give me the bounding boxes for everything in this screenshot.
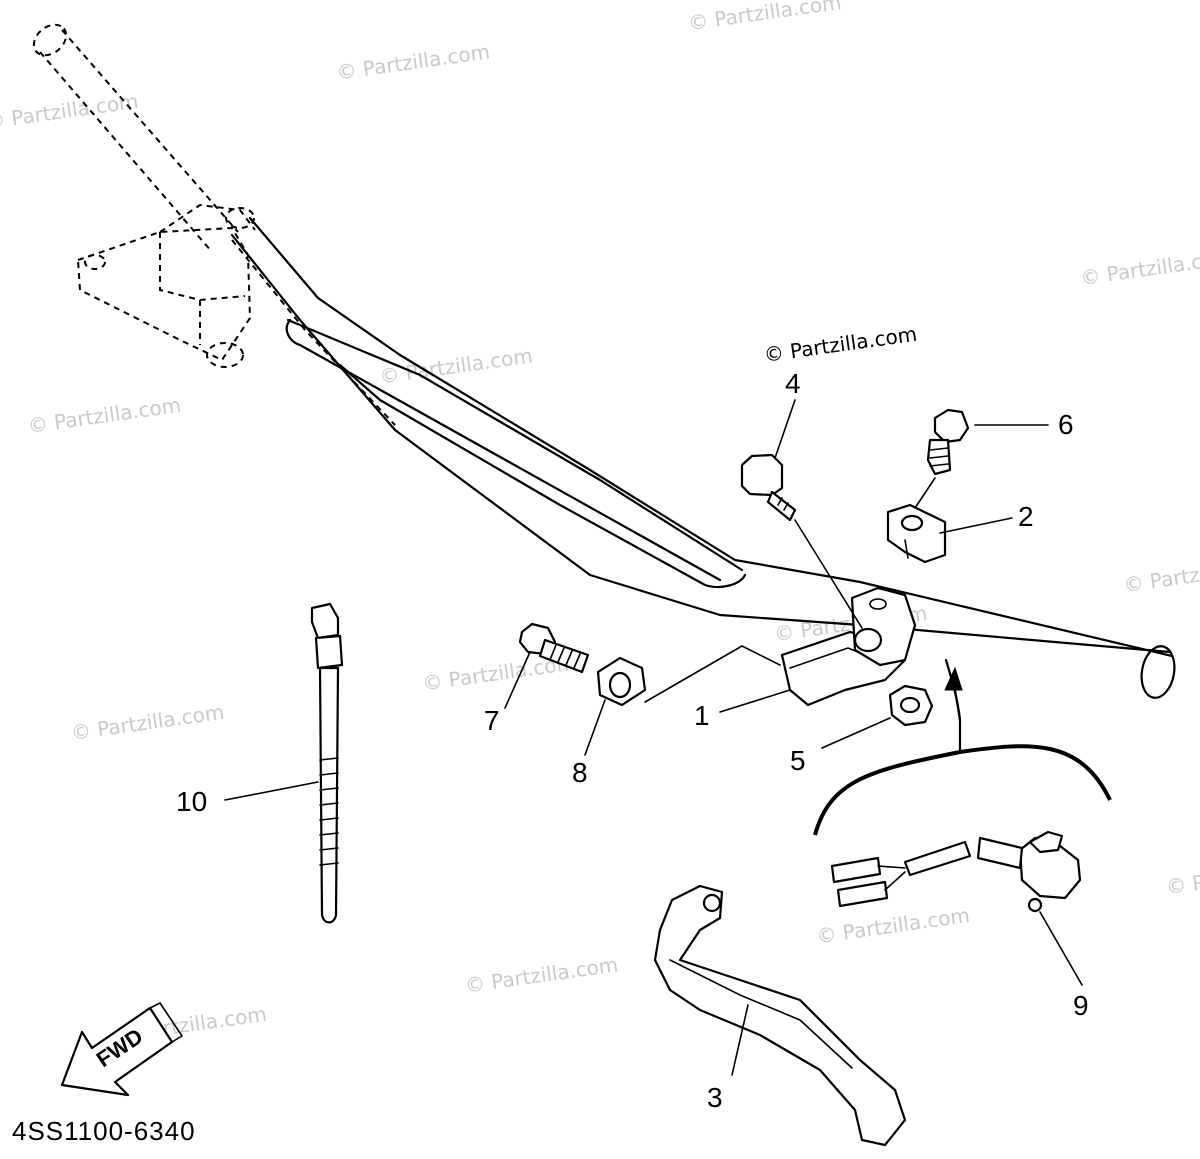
watermark: © Partzilla.com	[1165, 854, 1200, 899]
clamp-part-2	[886, 503, 947, 564]
switch-inset	[813, 658, 1112, 913]
callout-3: 3	[707, 1082, 723, 1113]
watermark: © Partzilla.com	[69, 700, 225, 745]
watermark: © Partzilla.com	[0, 89, 140, 134]
diagram-code: 4SS1100-6340	[12, 1116, 196, 1146]
watermark: © Partzilla.com	[687, 0, 843, 35]
nut-part-5	[888, 684, 934, 727]
leader-lines	[224, 399, 1083, 1076]
watermark: © Partzilla.com	[378, 343, 534, 388]
callout-6: 6	[1058, 409, 1074, 440]
pivot-bolt-part-4	[740, 453, 797, 522]
watermark: © Partzilla.com	[815, 903, 971, 948]
bolt-part-6	[926, 408, 970, 476]
cable-tie-part-10	[310, 602, 344, 924]
handlebar-tube	[230, 216, 1176, 699]
callout-9: 9	[1073, 990, 1089, 1021]
handlebar-left-dashed	[32, 23, 396, 426]
watermark: © Partzilla.com	[26, 393, 182, 438]
callout-5: 5	[790, 745, 806, 776]
watermark: © Partzilla.com	[335, 39, 491, 84]
lever-holder-part-1	[741, 586, 917, 707]
watermark: © Partzilla.com	[1122, 552, 1200, 597]
callout-8: 8	[572, 757, 588, 788]
bolt-part-7	[518, 622, 590, 674]
watermark: © Partzilla.com	[463, 952, 619, 997]
callout-1: 1	[694, 700, 710, 731]
callout-10: 10	[176, 786, 207, 817]
watermark: © Partzilla.com	[1079, 245, 1200, 290]
clutch-lever-part-3	[653, 884, 907, 1147]
collar-part-8	[596, 645, 743, 707]
callout-2: 2	[1018, 501, 1034, 532]
callout-4: 4	[785, 368, 801, 399]
callout-7: 7	[484, 705, 500, 736]
featured-watermark: © Partzilla.com	[762, 322, 918, 367]
